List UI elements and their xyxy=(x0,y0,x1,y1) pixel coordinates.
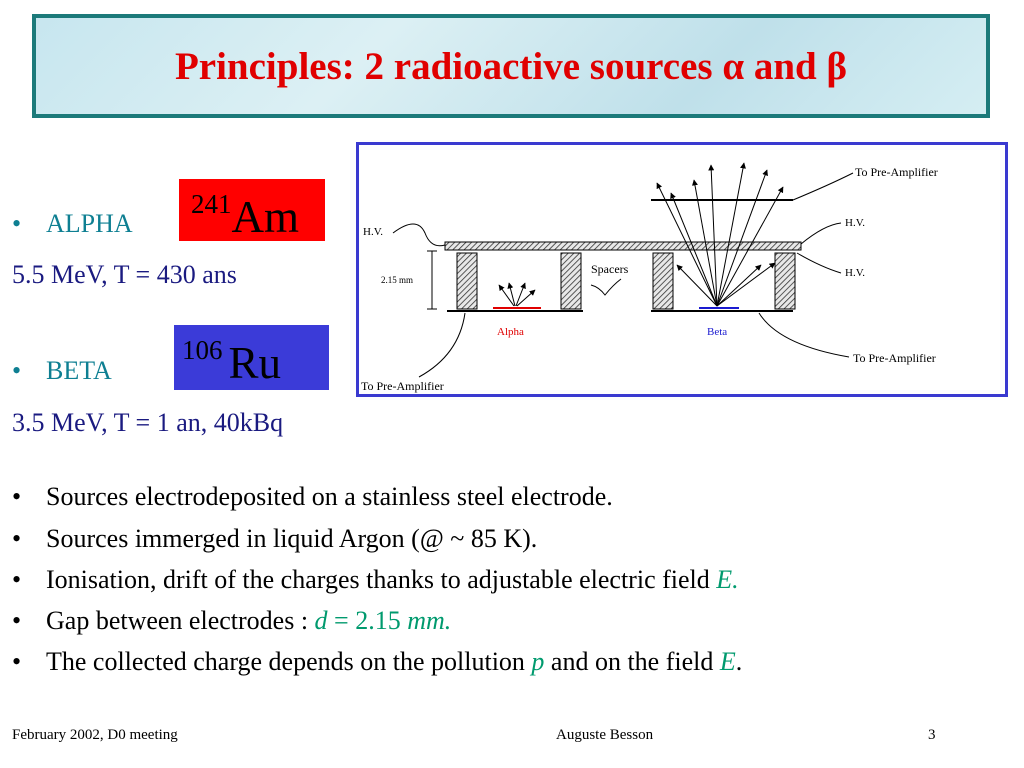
alpha-detail: 5.5 MeV, T = 430 ans xyxy=(12,260,237,289)
beta-ray xyxy=(708,164,718,307)
alpha-diagram-label: Alpha xyxy=(497,326,524,338)
beta-ray xyxy=(692,179,718,307)
hv-right-bottom-wire xyxy=(796,252,842,274)
ruthenium-box: 106 Ru xyxy=(174,325,329,390)
beta-ray xyxy=(716,262,776,307)
bullet-dot: • xyxy=(12,565,22,594)
alpha-ray xyxy=(516,289,536,307)
hv-right-top-wire xyxy=(800,222,842,245)
bullet-item: • Sources electrodeposited on a stainless… xyxy=(12,484,613,510)
gap-variable: d xyxy=(314,606,328,635)
ruthenium-symbol: Ru xyxy=(228,338,282,388)
bullet-item: • Ionisation, drift of the charges thanks… xyxy=(12,567,739,593)
americium-box: 241 Am xyxy=(179,179,325,241)
hv-left-label: H.V. xyxy=(363,226,383,238)
spacer xyxy=(774,252,796,310)
preamp-right-wire xyxy=(758,312,850,358)
preamp-bottom-left-wire xyxy=(418,312,466,378)
detector-diagram: 2.15 mm Alpha Beta Spacers H.V. To Pre-A… xyxy=(356,142,1008,397)
spacer xyxy=(456,252,478,310)
gap-equals: = 2.15 xyxy=(327,606,408,635)
footer-author: Auguste Besson xyxy=(556,727,654,743)
alpha-ray xyxy=(515,282,526,307)
beta-ray xyxy=(716,162,746,307)
ruthenium-mass: 106 xyxy=(182,335,223,365)
beta-ray xyxy=(716,169,768,307)
bullet-text: and on the field xyxy=(544,647,720,676)
beta-ray xyxy=(670,192,718,307)
field-symbol: E. xyxy=(716,565,739,594)
americium-symbol: Am xyxy=(231,192,300,242)
detector-diagram-svg: 2.15 mm Alpha Beta Spacers H.V. To Pre-A… xyxy=(361,162,938,393)
beta-detail: 3.5 MeV, T = 1 an, 40kBq xyxy=(12,408,284,437)
pollution-variable: p xyxy=(531,647,545,676)
bullet-dot: • xyxy=(12,524,22,553)
alpha-ray xyxy=(507,282,516,307)
hv-right-bottom-label: H.V. xyxy=(845,267,865,279)
preamp-top-label: To Pre-Amplifier xyxy=(855,165,938,179)
spacer xyxy=(652,252,674,310)
bullet-text: Gap between electrodes : xyxy=(46,606,315,635)
beta-label: BETA xyxy=(46,356,112,385)
beta-ray xyxy=(716,186,784,307)
beta-diagram-label: Beta xyxy=(707,326,727,338)
preamp-top-wire xyxy=(792,172,854,201)
bullet-item: • Gap between electrodes : d = 2.15 mm. xyxy=(12,608,451,634)
title-banner: Principles: 2 radioactive sources α and … xyxy=(32,14,990,118)
page-number: 3 xyxy=(928,727,936,743)
preamp-right-label: To Pre-Amplifier xyxy=(853,351,936,365)
bullet-dot: • xyxy=(12,356,22,385)
bullet-item: • The collected charge depends on the pol… xyxy=(12,649,742,675)
bullet-item: • Sources immerged in liquid Argon (@ ~ 8… xyxy=(12,526,537,552)
bullet-text: Sources electrodeposited on a stainless … xyxy=(46,482,613,511)
alpha-label: ALPHA xyxy=(46,209,133,238)
bullet-dot: • xyxy=(12,209,22,238)
beta-ray xyxy=(716,264,762,307)
slide-title: Principles: 2 radioactive sources α and … xyxy=(174,44,848,88)
field-symbol: E xyxy=(719,647,736,676)
bullet-dot: • xyxy=(12,647,22,676)
preamp-bottom-left-label: To Pre-Amplifier xyxy=(361,379,444,393)
gap-label: 2.15 mm xyxy=(381,275,413,285)
americium-mass: 241 xyxy=(191,189,232,219)
beta-bullet: • BETA xyxy=(12,358,112,384)
hv-right-top-label: H.V. xyxy=(845,217,865,229)
alpha-ray xyxy=(498,284,515,307)
gap-unit: mm. xyxy=(407,606,452,635)
beta-ray xyxy=(676,264,718,307)
bullet-dot: • xyxy=(12,606,22,635)
bullet-text: Ionisation, drift of the charges thanks … xyxy=(46,565,717,594)
spacers-label: Spacers xyxy=(591,262,629,276)
bullet-dot: • xyxy=(12,482,22,511)
top-electrode xyxy=(444,241,802,251)
spacer xyxy=(560,252,582,310)
bullet-text: . xyxy=(735,647,743,676)
spacers-leader xyxy=(590,278,622,296)
hv-left-wire xyxy=(392,223,446,247)
bullet-text: The collected charge depends on the poll… xyxy=(46,647,532,676)
footer-left: February 2002, D0 meeting xyxy=(12,727,178,743)
bullet-text: Sources immerged in liquid Argon (@ ~ 85… xyxy=(46,524,538,553)
beta-ray xyxy=(656,182,718,307)
alpha-bullet: • ALPHA xyxy=(12,211,133,237)
